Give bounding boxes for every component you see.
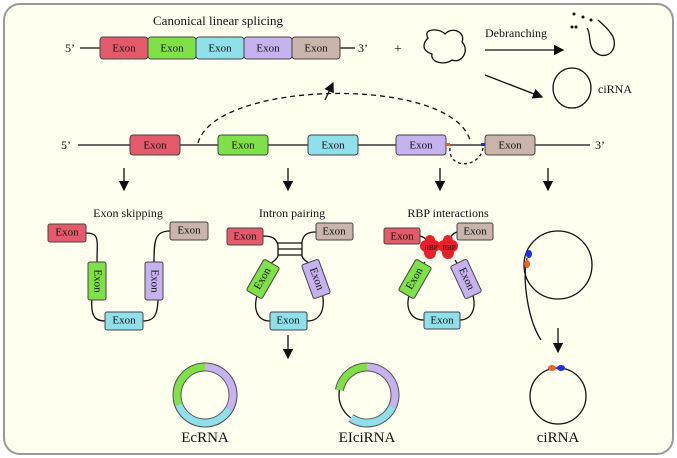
mature-mrna: Exon Exon Exon Exon Exon: [99, 36, 341, 60]
exon-skipping-model: Exon Exon Exon Exon Exon: [47, 221, 209, 331]
svg-text:RBP: RBP: [442, 244, 455, 252]
rbp-protein-1: RBP: [420, 235, 440, 259]
svg-text:Exon: Exon: [304, 43, 328, 55]
svg-text:Exon: Exon: [143, 140, 167, 152]
exon-4: Exon: [395, 134, 447, 156]
svg-text:RBP: RBP: [424, 244, 437, 252]
pre-mrna-exons: Exon Exon Exon Exon Exon: [129, 134, 536, 156]
splice-site-3: [481, 143, 485, 146]
exon-5: Exon: [484, 134, 536, 156]
exon-4: Exon: [243, 36, 293, 60]
intron-loop-dashed: [449, 147, 484, 165]
eicirna-label: EIciRNA: [339, 430, 396, 446]
exon-3: Exon: [195, 36, 245, 60]
exon-3: Exon: [307, 134, 359, 156]
svg-text:Exon: Exon: [112, 315, 136, 327]
svg-text:Exon: Exon: [463, 226, 487, 238]
svg-text:Exon: Exon: [112, 43, 136, 55]
circularization-arrow: [484, 74, 544, 99]
intron-pairing-label: Intron pairing: [259, 206, 325, 220]
cirna-label-bottom: ciRNA: [537, 430, 580, 446]
cirna-circle-top: [552, 67, 592, 109]
to-linear-arrow: [324, 81, 334, 101]
svg-text:Exon: Exon: [322, 226, 346, 238]
five-prime-label: 5’: [65, 41, 75, 55]
svg-text:Exon: Exon: [208, 43, 232, 55]
intron-pairing-model: Exon Exon Exon Exon Exon: [226, 222, 354, 331]
svg-text:Exon: Exon: [498, 140, 522, 152]
svg-text:Exon: Exon: [231, 140, 255, 152]
back-splice-dashed-arc: [197, 92, 471, 144]
svg-text:Exon: Exon: [233, 231, 257, 243]
three-prime-label: 3’: [358, 41, 368, 55]
svg-text:Exon: Exon: [321, 140, 345, 152]
ecrna-ring: [172, 362, 238, 428]
exon-2: Exon: [217, 134, 269, 156]
exon-2: Exon: [147, 36, 197, 60]
svg-text:Exon: Exon: [256, 43, 280, 55]
rbp-model: Exon Exon Exon Exon Exon RBP RBP: [383, 222, 494, 330]
svg-text:Exon: Exon: [177, 225, 201, 237]
rbp-interactions-label: RBP interactions: [407, 206, 489, 220]
ecrna-label: EcRNA: [181, 430, 229, 446]
svg-text:Exon: Exon: [160, 43, 184, 55]
intron-lariat-circle: [523, 230, 593, 341]
svg-text:Exon: Exon: [91, 269, 103, 293]
plus-sign: +: [394, 42, 402, 57]
three-prime-label-pre: 3’: [595, 138, 605, 152]
intron-lariat: [423, 29, 466, 64]
degraded-intron: [570, 12, 615, 57]
svg-text:Exon: Exon: [409, 140, 433, 152]
exon-1: Exon: [99, 36, 149, 60]
splice-site-5: [446, 143, 450, 146]
svg-text:Exon: Exon: [430, 315, 454, 327]
exon-1: Exon: [129, 134, 181, 156]
exon-5: Exon: [291, 36, 341, 60]
splice-site-5-dot: [548, 365, 556, 371]
svg-text:Exon: Exon: [55, 227, 79, 239]
svg-text:Exon: Exon: [276, 315, 300, 327]
exon-skipping-label: Exon skipping: [93, 206, 163, 220]
svg-text:Exon: Exon: [390, 231, 414, 243]
svg-text:Exon: Exon: [148, 269, 160, 293]
splice-site-3-dot: [557, 365, 565, 371]
rbp-protein-2: RBP: [438, 235, 458, 259]
debranching-label: Debranching: [485, 26, 547, 40]
five-prime-label-pre: 5’: [61, 138, 71, 152]
canonical-splicing-title: Canonical linear splicing: [153, 13, 283, 28]
cirna-label-top: ciRNA: [598, 82, 632, 96]
eicirna-ring: [334, 362, 400, 428]
